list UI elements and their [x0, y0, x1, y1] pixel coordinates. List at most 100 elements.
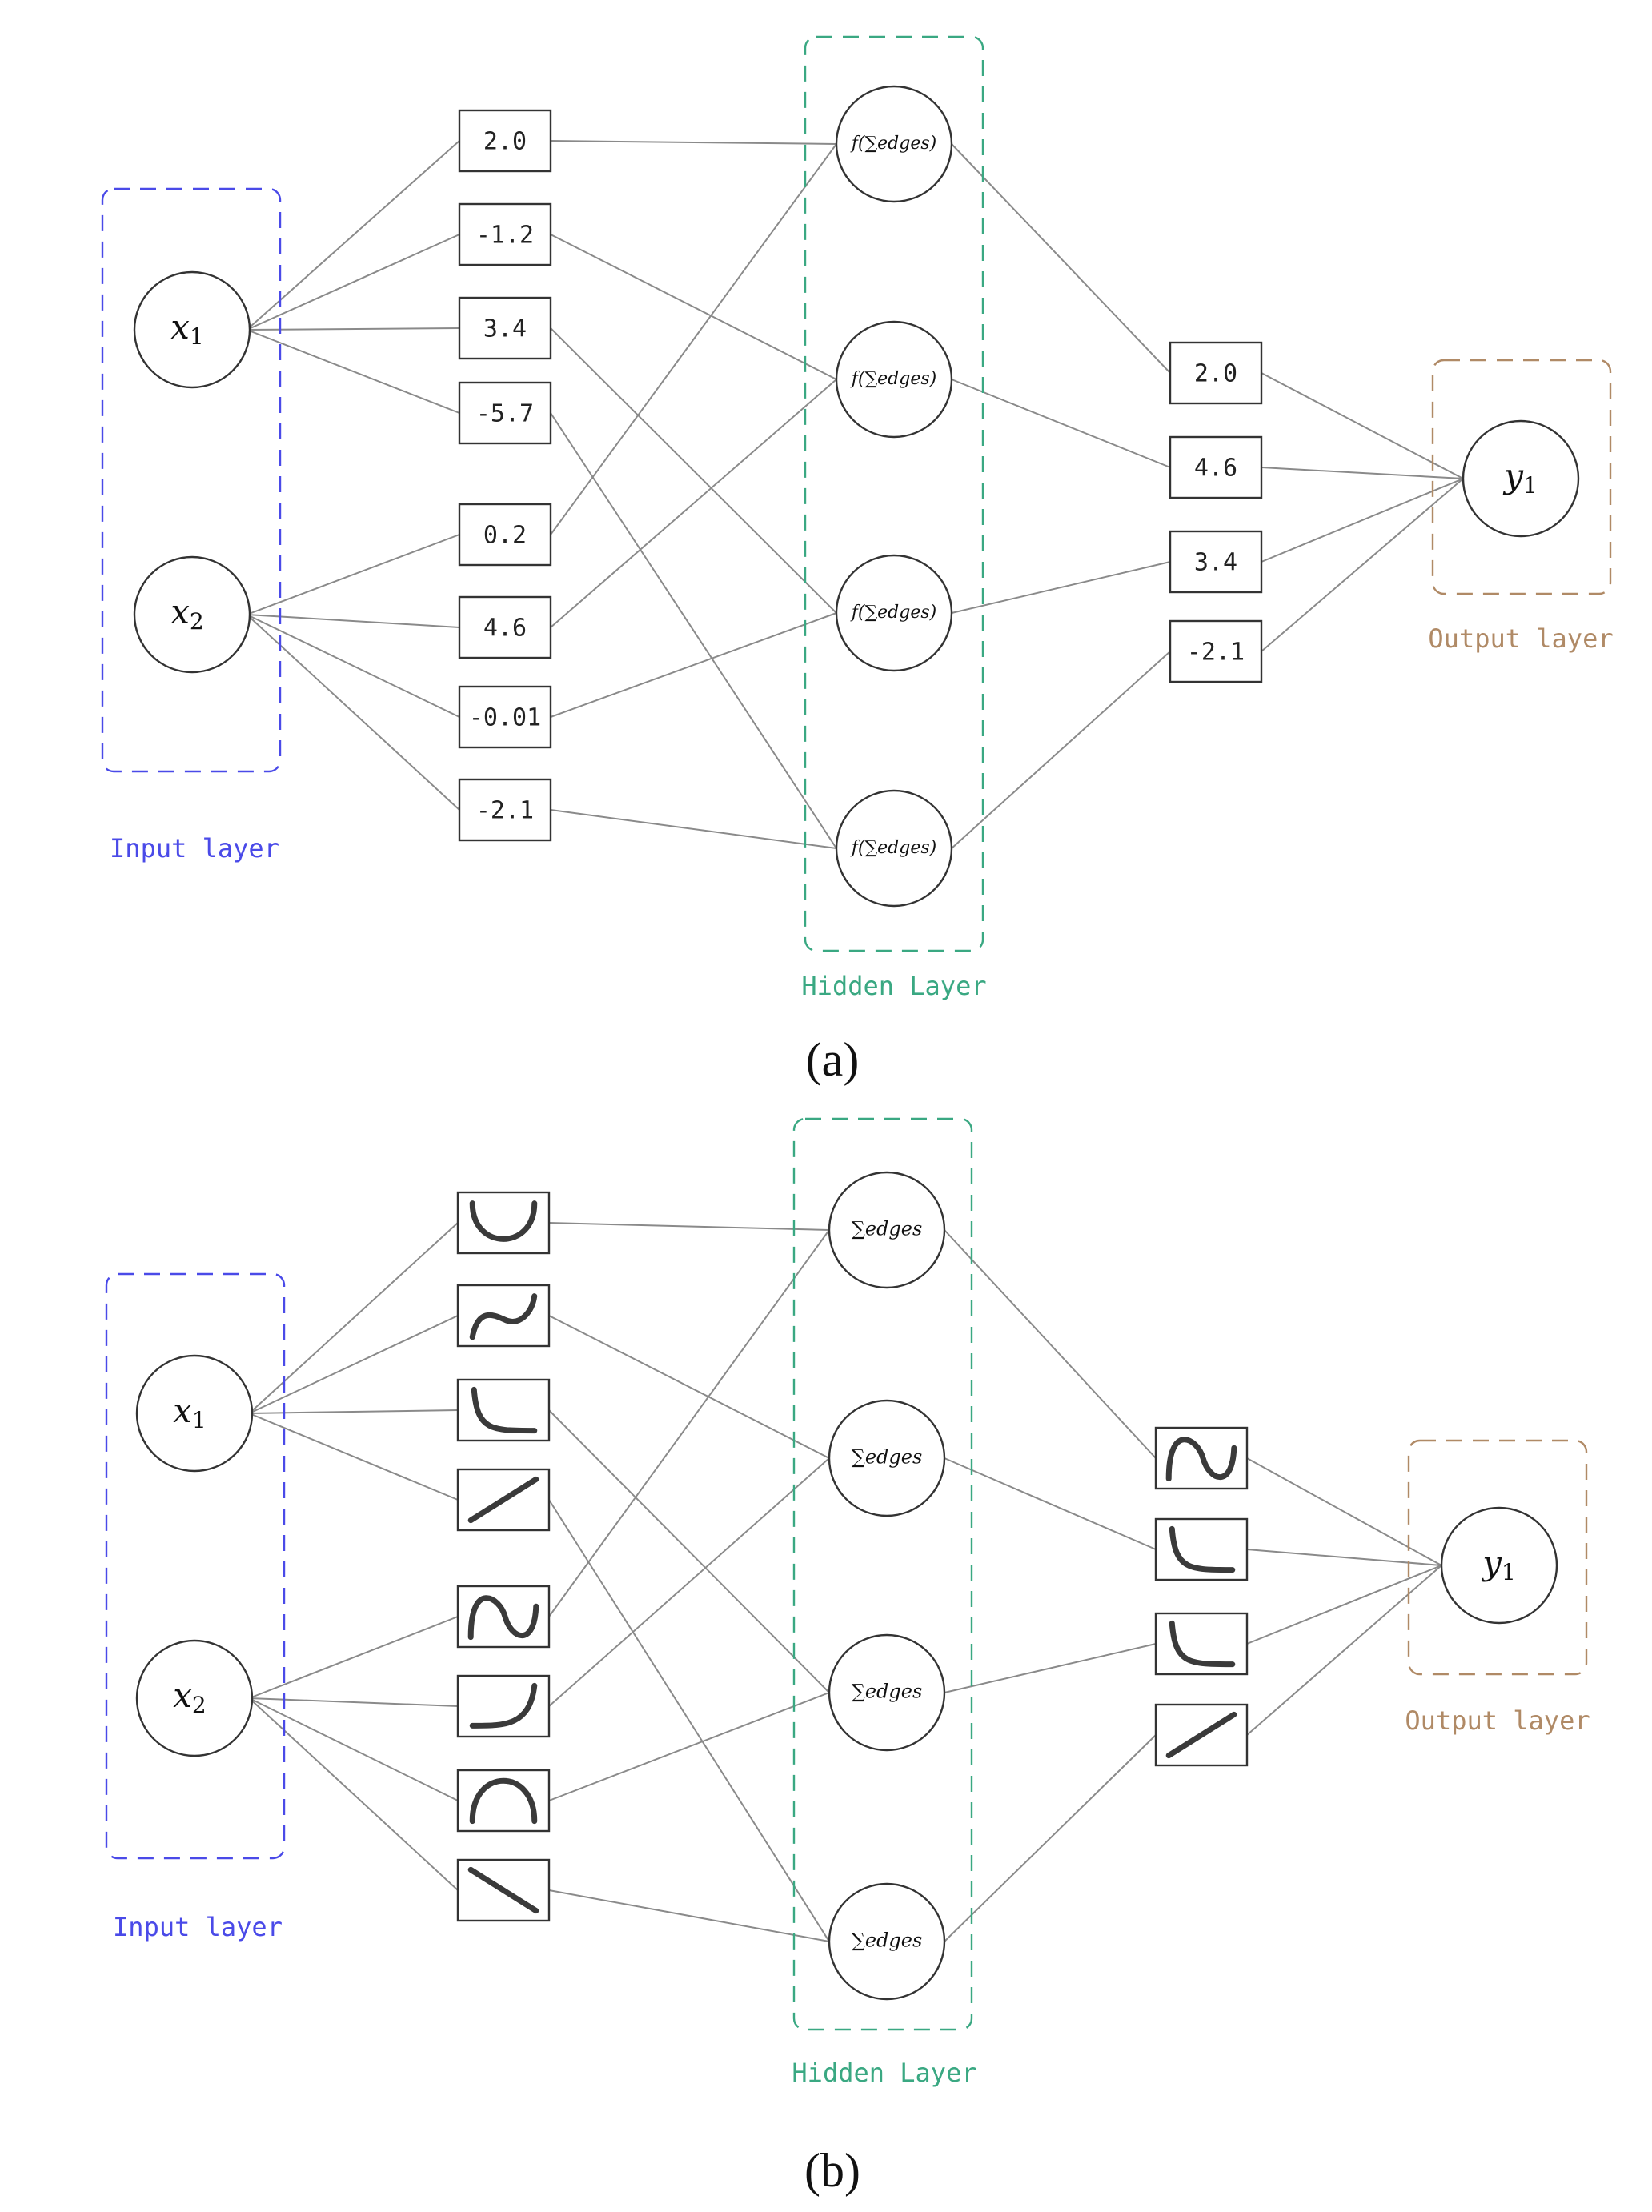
output-layer-label: Output layer [1428, 623, 1613, 654]
hidden-node [828, 1882, 946, 2001]
edge-hidden-to-weight [944, 1229, 1157, 1459]
edge-weight-to-output [1246, 1565, 1442, 1645]
weight-box [458, 685, 552, 749]
weight-box [458, 778, 552, 842]
edge-weight-to-output [1261, 467, 1464, 479]
hidden-node [828, 1399, 946, 1517]
decay-curve-icon [1172, 1623, 1232, 1664]
weight-box [458, 109, 552, 173]
weight-value: 4.6 [1194, 455, 1237, 483]
hidden-node [835, 554, 953, 672]
edge-weight-to-hidden [548, 1222, 830, 1231]
edge-hidden-to-weight [951, 561, 1171, 614]
edge-weight-to-hidden [548, 1315, 830, 1459]
edge-hidden-to-weight [944, 1643, 1157, 1693]
edge-input-to-weight [247, 614, 460, 628]
decay-curve-icon [1172, 1529, 1232, 1569]
hidden-node-label: ∑edges [852, 1681, 923, 1703]
edge-input-to-weight [248, 1315, 459, 1414]
weight-value: 4.6 [483, 615, 527, 643]
decay-curve-icon [474, 1389, 534, 1430]
panel_b-edges [248, 1222, 1442, 1942]
edge-weight-to-hidden [550, 327, 837, 614]
weight-value: -2.1 [476, 797, 534, 825]
weight-value: 2.0 [1194, 360, 1237, 388]
edge-hidden-to-weight [951, 143, 1171, 374]
edge-weight-to-hidden [550, 379, 837, 628]
weight-value: -2.1 [1187, 639, 1245, 667]
linear-decreasing-icon [471, 1869, 536, 1910]
growth-curve-icon [472, 1685, 535, 1725]
edge-hidden-to-weight [944, 1457, 1157, 1550]
edge-weight-to-output [1246, 1549, 1442, 1566]
hidden-node [828, 1171, 946, 1289]
cubic-curve-icon [472, 1296, 535, 1337]
hidden-layer-label: Hidden Layer [801, 971, 986, 1001]
weight-value: -1.2 [476, 222, 534, 250]
output-node [1462, 419, 1580, 538]
input-node [133, 270, 251, 389]
edge-hidden-to-weight [944, 1734, 1157, 1942]
edge-input-to-weight [246, 614, 460, 811]
edge-weight-to-hidden [548, 1692, 830, 1801]
edge-weight-to-hidden [548, 1409, 830, 1693]
u-curve-icon [472, 1204, 535, 1240]
input-node [135, 1354, 254, 1473]
input-layer-label: Input layer [113, 1912, 283, 1942]
edge-weight-to-hidden [548, 1229, 830, 1617]
arch-curve-icon [472, 1781, 535, 1821]
weight-value: 2.0 [483, 128, 527, 156]
edge-input-to-weight [248, 1697, 459, 1891]
weight-box [458, 595, 552, 659]
edge-input-to-weight [248, 1222, 459, 1414]
hidden-node [835, 320, 953, 439]
edge-weight-to-output [1261, 478, 1464, 563]
weight-value: 3.4 [1194, 549, 1237, 577]
output-node-label: y1 [1481, 1543, 1516, 1585]
edge-input-to-weight [249, 1413, 459, 1501]
edge-input-to-weight [247, 329, 460, 414]
panel-caption: (b) [804, 2144, 860, 2197]
input-node-label: x2 [170, 592, 204, 635]
linear-increasing-icon [471, 1479, 536, 1520]
edge-weight-to-hidden [550, 809, 837, 849]
input-layer-group [105, 1272, 286, 1860]
weight-value: 3.4 [483, 315, 527, 343]
edge-weight-to-hidden [550, 234, 837, 380]
hidden-layer-group [804, 35, 984, 952]
hidden-node-label: f(∑edges) [850, 369, 937, 389]
weight-box [1169, 619, 1263, 683]
edge-input-to-weight [249, 1409, 459, 1414]
panel-a-mlp: x1x2f(∑edges)f(∑edges)f(∑edges)f(∑edges)… [101, 35, 1614, 1086]
edge-input-to-weight [247, 327, 460, 331]
edge-weight-to-hidden [548, 1889, 830, 1942]
edge-input-to-weight [249, 1697, 459, 1707]
edge-weight-to-hidden [548, 1457, 830, 1707]
hidden-node-label: ∑edges [852, 1218, 923, 1240]
hidden-node-label: f(∑edges) [850, 134, 937, 154]
hidden-node-label: ∑edges [852, 1929, 923, 1952]
weight-box [458, 202, 552, 266]
wave-curve-icon [471, 1598, 536, 1637]
linear-increasing-icon [1169, 1714, 1234, 1755]
input-node-label: x2 [173, 1676, 206, 1718]
weight-value: 0.2 [483, 522, 527, 550]
output-layer-group [1407, 1439, 1588, 1676]
output-layer-label: Output layer [1405, 1705, 1590, 1736]
weight-value: -5.7 [476, 400, 534, 428]
edge-input-to-weight [249, 1616, 459, 1699]
output-node-label: y1 [1502, 456, 1538, 499]
edge-weight-to-hidden [550, 412, 837, 849]
weight-box [458, 296, 552, 360]
edge-input-to-weight [248, 1697, 459, 1801]
panel_a-edges [246, 140, 1464, 849]
weight-box [1169, 530, 1263, 594]
input-node-label: x1 [173, 1391, 206, 1433]
input-node-label: x1 [170, 307, 204, 350]
input-node [135, 1639, 254, 1757]
edge-weight-to-hidden [550, 143, 837, 535]
hidden-node [835, 85, 953, 203]
edge-hidden-to-weight [951, 379, 1171, 468]
output-layer-group [1431, 359, 1612, 595]
